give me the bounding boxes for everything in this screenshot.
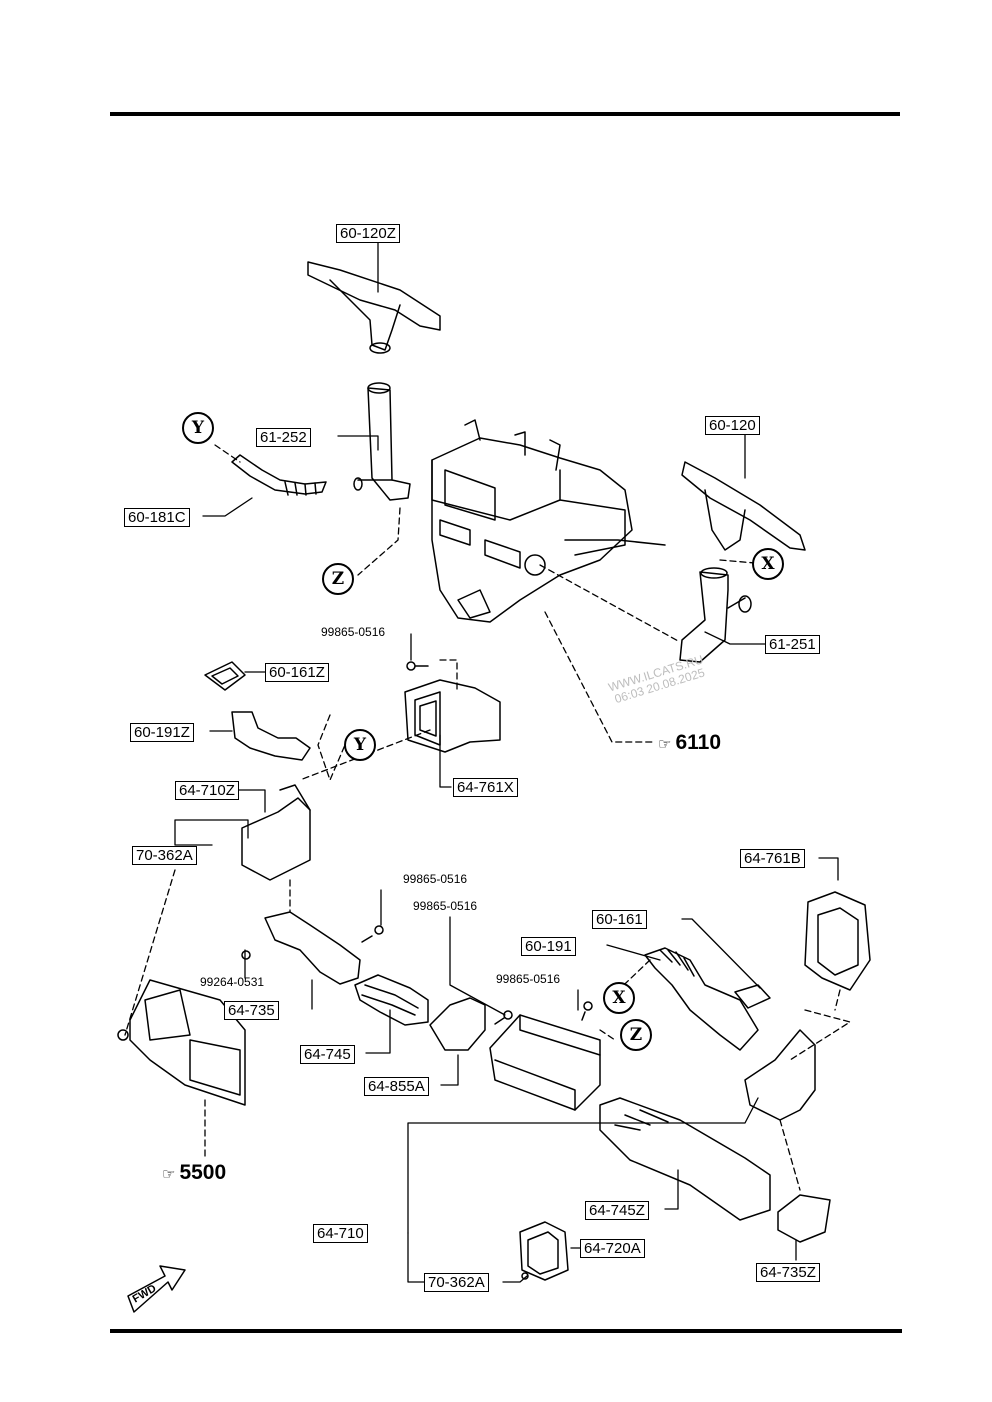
callout-70-362A-left[interactable]: 70-362A [132,846,197,865]
callout-60-181C[interactable]: 60-181C [124,508,190,527]
callout-60-161Z[interactable]: 60-161Z [265,663,329,682]
callout-64-735[interactable]: 64-735 [224,1001,279,1020]
part-64-735 [264,911,361,985]
callout-64-710[interactable]: 64-710 [313,1224,368,1243]
callout-61-251[interactable]: 61-251 [765,635,820,654]
pointing-hand-icon: ☞ [162,1166,176,1183]
part-60-161 [734,984,771,1009]
callout-64-720A[interactable]: 64-720A [580,1239,645,1258]
part-60-120 [681,461,806,551]
part-64-710-side [744,1029,816,1121]
part-64-761B [804,891,871,991]
callout-60-191[interactable]: 60-191 [521,937,576,956]
connector-x-icon: X [752,548,784,580]
section-reference[interactable]: ☞5500 [162,1161,226,1185]
part-64-745Z [599,1097,771,1221]
part-60-191 [644,947,759,1051]
callout-64-761X[interactable]: 64-761X [453,778,518,797]
fastener-label[interactable]: 99865-0516 [496,972,561,986]
connector-y-icon: Y [344,729,376,761]
callout-61-252[interactable]: 61-252 [256,428,311,447]
callout-60-120[interactable]: 60-120 [705,416,760,435]
part-64-761X [404,679,501,753]
part-64-745 [354,974,429,1026]
part-60-191Z [231,711,311,761]
fastener-label[interactable]: 99865-0516 [403,872,468,886]
part-64-720A [519,1221,569,1281]
callout-64-735Z[interactable]: 64-735Z [756,1263,820,1282]
connector-x-icon: X [603,982,635,1014]
part-61-251 [679,567,752,663]
callout-64-761B[interactable]: 64-761B [740,849,805,868]
callout-70-362A-bottom[interactable]: 70-362A [424,1273,489,1292]
fastener-label[interactable]: 99865-0516 [321,625,386,639]
fastener-label[interactable]: 99865-0516 [413,899,478,913]
callout-64-745Z[interactable]: 64-745Z [585,1201,649,1220]
callout-64-710Z[interactable]: 64-710Z [175,781,239,800]
part-64-710Z [241,784,311,881]
screws [241,661,593,1280]
part-dash-panel-5500 [117,979,246,1106]
part-center-vent [489,1014,601,1111]
part-heater-unit [431,419,666,623]
connector-z-icon: Z [620,1019,652,1051]
bottom-rule [110,1329,902,1333]
part-64-735Z [777,1194,831,1243]
connector-z-icon: Z [322,563,354,595]
part-60-181C [231,454,327,496]
top-rule [110,112,900,116]
callout-60-120Z[interactable]: 60-120Z [336,224,400,243]
fastener-label[interactable]: 99264-0531 [200,975,265,989]
section-number: 5500 [179,1161,227,1184]
dashed-lines [124,444,851,1191]
section-reference[interactable]: ☞6110 [658,731,721,755]
part-60-161Z [204,661,246,691]
pointing-hand-icon: ☞ [658,736,672,753]
leader-lines [174,241,839,1283]
callout-64-855A[interactable]: 64-855A [364,1077,429,1096]
part-64-855A [429,997,486,1051]
connector-y-icon: Y [182,412,214,444]
callout-64-745[interactable]: 64-745 [300,1045,355,1064]
part-60-120Z [307,261,441,354]
fwd-arrow-icon [127,1265,186,1313]
callout-60-191Z[interactable]: 60-191Z [130,723,194,742]
callout-60-161[interactable]: 60-161 [592,910,647,929]
section-number: 6110 [675,731,722,754]
part-61-252 [353,382,411,501]
